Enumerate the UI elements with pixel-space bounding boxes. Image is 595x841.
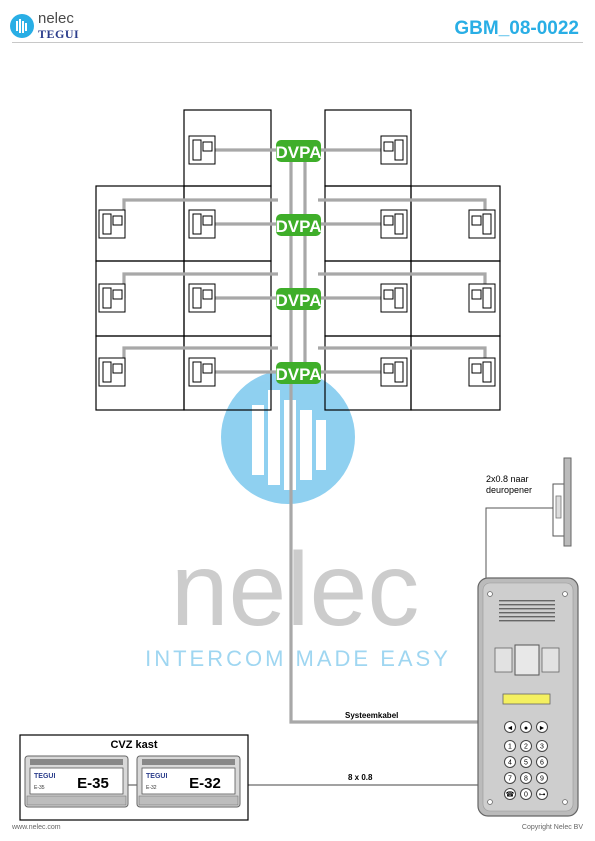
monitor-icon xyxy=(380,357,408,387)
document-code: GBM_08-0022 xyxy=(454,18,579,39)
door-opener-label-1: 2x0.8 naar xyxy=(486,474,529,484)
dvpa-label: DVPA xyxy=(276,291,322,310)
dvpa-badge xyxy=(276,140,321,162)
building-grid xyxy=(95,109,501,411)
keypad-key xyxy=(520,772,532,784)
watermark-word: nelec xyxy=(171,532,420,648)
watermark-tagline: INTERCOM MADE EASY xyxy=(145,646,451,671)
cabling xyxy=(122,148,487,724)
door-opener: 2x0.8 naar deuropener xyxy=(485,457,572,580)
keypad-key xyxy=(536,788,548,800)
nelec-logo-icon xyxy=(10,14,34,38)
keypad-key-label: 3 xyxy=(540,744,544,751)
dvpa-label: DVPA xyxy=(276,217,322,236)
speaker-grille-icon xyxy=(499,600,555,622)
keypad-key-label: ⊶ xyxy=(539,792,546,799)
keypad-key xyxy=(520,788,532,800)
header-divider xyxy=(12,42,583,43)
logo-nelec-text: nelec xyxy=(38,10,74,27)
camera-window xyxy=(514,644,540,676)
system-cable-label: Systeemkabel xyxy=(345,711,398,720)
keypad-key-label: 1 xyxy=(508,744,512,751)
display-screen xyxy=(502,693,551,705)
module-brand: TEGUI xyxy=(146,773,167,780)
cvz-title: CVZ kast xyxy=(110,739,157,751)
logo-tegui-text: TEGUI xyxy=(38,27,80,41)
monitor-icon xyxy=(380,135,408,165)
module-small-code: E-32 xyxy=(146,785,157,791)
keypad-key-label: 4 xyxy=(508,760,512,767)
cable-8x08-label: 8 x 0.8 xyxy=(348,773,373,782)
monitor-icon xyxy=(468,283,496,313)
keypad-key xyxy=(504,788,516,800)
system-cable xyxy=(289,150,480,724)
module-vents xyxy=(30,759,123,765)
keypad-key xyxy=(536,772,548,784)
keypad-key xyxy=(520,756,532,768)
monitor-icon xyxy=(188,283,216,313)
door-opener-wire xyxy=(485,507,553,580)
monitor-icon xyxy=(188,357,216,387)
footer-copyright: Copyright Nelec BV xyxy=(521,824,583,831)
keypad-key xyxy=(504,772,516,784)
dvpa-badge xyxy=(276,288,321,310)
light-window xyxy=(541,647,560,673)
monitor-icon xyxy=(380,283,408,313)
monitor-icon xyxy=(188,209,216,239)
module-big-code: E-35 xyxy=(77,775,109,792)
dvpa-badge xyxy=(276,362,321,384)
watermark: nelec INTERCOM MADE EASY xyxy=(145,370,451,671)
keypad-key xyxy=(504,740,516,752)
door-opener-label-2: deuropener xyxy=(486,485,532,495)
keypad-key-label: 5 xyxy=(524,760,528,767)
module-big-code: E-32 xyxy=(189,775,221,792)
monitor-icon xyxy=(98,283,126,313)
monitor-icon xyxy=(380,209,408,239)
keypad-key-label: 0 xyxy=(524,792,528,799)
dvpa-label: DVPA xyxy=(276,143,322,162)
module-brand: TEGUI xyxy=(34,773,55,780)
keypad-key xyxy=(504,756,516,768)
door-entry-panel: ◄ ● ► 1 2 3 4 5 6 7 8 9 ☎ 0 ⊶ xyxy=(477,577,579,817)
module-vents xyxy=(142,759,235,765)
module-small-code: E-35 xyxy=(34,785,45,791)
keypad-key xyxy=(536,756,548,768)
nav-left-icon: ◄ xyxy=(507,725,514,732)
nav-ok-icon: ● xyxy=(524,725,528,732)
dvpa-distributors: DVPA DVPA DVPA DVPA xyxy=(276,140,322,384)
nav-keys: ◄ ● ► xyxy=(504,721,548,733)
keypad-key-label: 6 xyxy=(540,760,544,767)
keypad-key-label: 2 xyxy=(524,744,528,751)
monitor-icon xyxy=(468,357,496,387)
keypad-key xyxy=(520,740,532,752)
nelec-tegui-logo: nelec TEGUI xyxy=(10,10,79,42)
dvpa-label: DVPA xyxy=(276,365,322,384)
cvz-cabinet: CVZ kast TEGUI E-35 E-35 TEGUI E-32 E-32 xyxy=(19,734,249,821)
dvpa-badge xyxy=(276,214,321,236)
keypad-key-label: 9 xyxy=(540,776,544,783)
monitor-icon xyxy=(98,209,126,239)
nav-right-icon: ► xyxy=(539,725,546,732)
monitor-icon xyxy=(98,357,126,387)
monitor-icon xyxy=(188,135,216,165)
keypad-key-label: 8 xyxy=(524,776,528,783)
power-module: TEGUI E-35 E-35 xyxy=(24,755,129,808)
keypad-key xyxy=(536,740,548,752)
footer-website: www.nelec.com xyxy=(12,824,61,831)
light-window xyxy=(494,647,513,673)
keypad-key-label: ☎ xyxy=(506,791,515,799)
power-module: TEGUI E-32 E-32 xyxy=(136,755,241,808)
keypad: 1 2 3 4 5 6 7 8 9 ☎ 0 ⊶ xyxy=(504,740,548,800)
monitor-icon xyxy=(468,209,496,239)
keypad-key-label: 7 xyxy=(508,776,512,783)
